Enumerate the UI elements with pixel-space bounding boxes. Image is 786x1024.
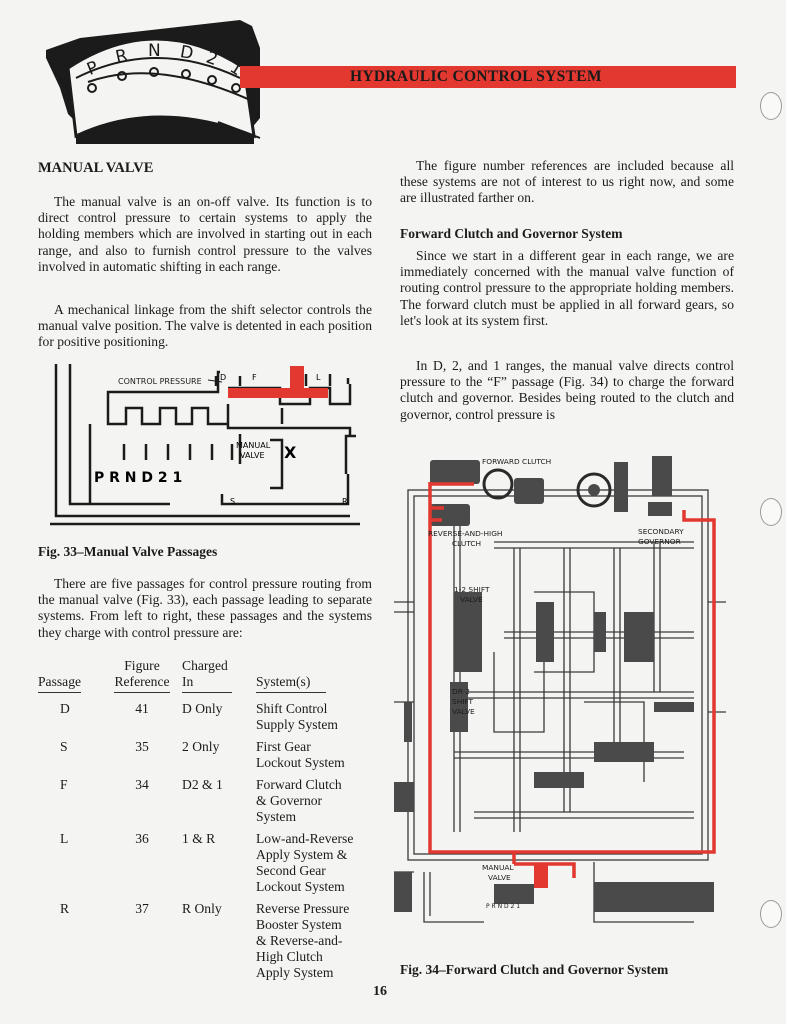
section-title: HYDRAULIC CONTROL SYSTEM (350, 68, 602, 85)
system-line: & Reverse-and- (256, 933, 343, 948)
forward-clutch-heading: Forward Clutch and Governor System (400, 226, 623, 241)
passage-cell: S (60, 739, 68, 754)
fig34-label-dr2-valve: VALVE (452, 707, 475, 716)
col-header-in: In (182, 674, 232, 693)
detent-letters: P R N D 2 1 (94, 470, 182, 486)
section-banner: HYDRAULIC CONTROL SYSTEM (240, 66, 736, 88)
fig34-label-governor: GOVERNOR (638, 537, 681, 546)
fig34-hydraulic-schematic: FORWARD CLUTCH REVERSE-AND-HIGH CLUTCH S… (394, 456, 726, 923)
manual-valve-heading: MANUAL VALVE (38, 160, 154, 176)
binder-hole (760, 900, 782, 928)
port-label-l: L (316, 373, 321, 382)
col-header-reference: Reference (114, 674, 170, 693)
system-line: Reverse Pressure (256, 901, 350, 916)
system-line: High Clutch (256, 949, 323, 964)
fig34-label-dr2-shift: SHIFT (452, 697, 474, 706)
port-label-r: R (342, 497, 348, 506)
port-label-d: D (220, 373, 226, 382)
col-header-figure: Figure (124, 658, 160, 673)
port-label-f: F (252, 373, 257, 382)
system-line: Second Gear (256, 863, 326, 878)
charged-cell: D2 & 1 (182, 777, 223, 792)
system-line: First Gear (256, 739, 311, 754)
fig34-label-prnd: P R N D 2 1 (486, 903, 520, 910)
passage-cell: D (60, 701, 70, 716)
system-line: Low-and-Reverse (256, 831, 354, 846)
fig34-label-forward-clutch: FORWARD CLUTCH (482, 457, 551, 466)
selector-letter: D (179, 42, 195, 64)
fig34-label-secondary: SECONDARY (638, 527, 684, 536)
valve-x-label: X (284, 443, 297, 462)
paragraph: There are five passages for control pres… (38, 576, 372, 640)
port-label-s: S (230, 497, 235, 506)
col-header-systems: System(s) (256, 674, 326, 693)
figure-cell: 37 (135, 901, 149, 916)
paragraph: A mechanical linkage from the shift sele… (38, 302, 372, 350)
charged-cell: 2 Only (182, 739, 220, 754)
fig34-label-shift-valve: VALVE (460, 595, 483, 604)
control-pressure-label: CONTROL PRESSURE (118, 377, 202, 386)
fig34-label-rev-high: REVERSE-AND-HIGH (428, 529, 503, 538)
paragraph: In D, 2, and 1 ranges, the manual valve … (400, 358, 734, 422)
system-line: & Governor (256, 793, 323, 808)
selector-letter: R (114, 46, 130, 68)
passage-table: Passage Figure Reference Charged In Syst… (38, 658, 366, 981)
charged-cell: 1 & R (182, 831, 216, 846)
passage-cell: F (60, 777, 68, 792)
system-line: Lockout System (256, 879, 345, 894)
fig34-label-rev-high-clutch: CLUTCH (452, 539, 481, 548)
system-line: Supply System (256, 717, 338, 732)
paragraph: The manual valve is an on-off valve. Its… (38, 194, 372, 274)
system-line: System (256, 809, 297, 824)
charged-cell: R Only (182, 901, 222, 916)
passage-cell: L (60, 831, 69, 846)
system-line: Lockout System (256, 755, 345, 770)
col-header-charged: Charged (182, 658, 228, 673)
valve-label: VALVE (240, 451, 265, 460)
system-line: Shift Control (256, 701, 328, 716)
figure-cell: 41 (135, 701, 149, 716)
figure-cell: 35 (135, 739, 149, 754)
fig34-label-manual-valve: VALVE (488, 873, 511, 882)
fig33-caption: Fig. 33–Manual Valve Passages (38, 544, 218, 559)
passage-cell: R (60, 901, 70, 916)
system-line: Apply System & (256, 847, 348, 862)
system-line: Forward Clutch (256, 777, 342, 792)
system-line: Booster System (256, 917, 342, 932)
page-number: 16 (373, 984, 387, 999)
system-line: Apply System (256, 965, 334, 980)
fig34-caption: Fig. 34–Forward Clutch and Governor Syst… (400, 962, 669, 977)
paragraph: The figure number references are include… (400, 158, 734, 206)
col-header-passage: Passage (38, 674, 82, 693)
manual-label: MANUAL (236, 441, 271, 450)
fig33-manual-valve-diagram: CONTROL PRESSURE D F L S R MANUAL VALVE … (50, 364, 360, 526)
fig34-label-shift: 1-2 SHIFT (454, 585, 490, 594)
figure-cell: 34 (135, 777, 149, 792)
fig34-label-dr2: DR-2 (452, 687, 470, 696)
selector-letter: N (148, 41, 161, 61)
binder-hole (760, 92, 782, 120)
paragraph: Since we start in a different gear in ea… (400, 248, 734, 328)
fig34-label-manual: MANUAL (482, 863, 514, 872)
binder-hole (760, 498, 782, 526)
figure-cell: 36 (135, 831, 149, 846)
gear-selector-logo: P R N D 2 1 (46, 20, 261, 144)
charged-cell: D Only (182, 701, 223, 716)
